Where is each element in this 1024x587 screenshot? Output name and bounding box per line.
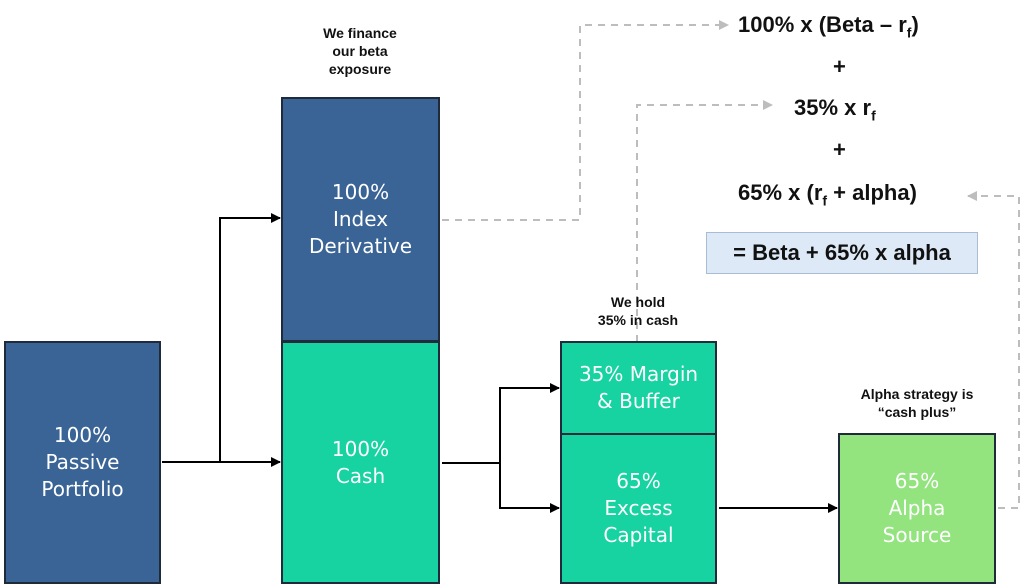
equation-line-3-end: + alpha) [827, 180, 917, 205]
equation-result: = Beta + 65% x alpha [706, 232, 978, 274]
passive-portfolio-label-3: Portfolio [41, 477, 124, 501]
index-derivative-label-1: 100% [331, 180, 390, 204]
margin-buffer-box: 35% Margin & Buffer [560, 341, 717, 435]
cash-label-2: Cash [335, 463, 386, 488]
equation-line-3: 65% x (rf + alpha) [738, 180, 917, 208]
hold-note-line-1: We hold [610, 294, 666, 310]
cash-label-1: 100% [331, 436, 390, 461]
arrow-cash-to-excess [499, 463, 560, 513]
dashed-link-margin [636, 100, 773, 342]
alpha-source-label-1: 65% [894, 469, 940, 493]
alpha-strategy-note-line-1: Alpha strategy is [860, 386, 974, 402]
finance-note-line-2: our beta [332, 43, 388, 59]
equation-line-3-sub: f [822, 192, 828, 209]
hold-note-line-2: 35% in cash [597, 312, 679, 328]
equation-plus-2: + [833, 137, 846, 162]
equation-line-1: 100% x (Beta – rf) [738, 12, 919, 40]
equation-line-2-main: 35% x r [794, 95, 872, 120]
excess-capital-label-1: 65% [616, 469, 661, 493]
passive-portfolio-label-2: Passive [45, 450, 120, 474]
equation-line-2-sub: f [871, 107, 876, 124]
hold-note: We hold 35% in cash [568, 293, 708, 329]
dashed-link-derivative [442, 20, 729, 221]
excess-capital-box: 65% Excess Capital [560, 433, 717, 584]
alpha-strategy-note: Alpha strategy is “cash plus” [828, 385, 1006, 421]
margin-buffer-label-1: 35% Margin [578, 362, 699, 386]
alpha-source-label-2: Alpha [888, 496, 946, 520]
equation-plus-1: + [833, 54, 846, 79]
excess-capital-label-3: Capital [603, 523, 674, 547]
passive-portfolio-label-1: 100% [53, 423, 112, 447]
margin-buffer-label-2: & Buffer [597, 389, 680, 413]
passive-portfolio-box: 100% Passive Portfolio [4, 341, 161, 584]
equation-line-1-end: ) [911, 12, 919, 37]
equation-line-1-main: 100% x (Beta – r [738, 12, 907, 37]
alpha-source-box: 65% Alpha Source [838, 433, 996, 584]
index-derivative-label-2: Index [332, 207, 389, 231]
equation-line-2: 35% x rf [794, 95, 876, 123]
equation-result-text: = Beta + 65% x alpha [733, 240, 951, 265]
finance-note-line-3: exposure [328, 61, 392, 77]
alpha-strategy-note-line-2: “cash plus” [877, 404, 957, 420]
arrow-passive-to-derivative [219, 213, 281, 462]
equation-line-3-main: 65% x (r [738, 180, 823, 205]
arrow-cash-to-margin [442, 383, 560, 464]
alpha-source-label-3: Source [882, 523, 952, 547]
finance-note-line-1: We finance [323, 25, 397, 41]
finance-note: We finance our beta exposure [290, 24, 430, 78]
excess-capital-label-2: Excess [604, 496, 673, 520]
index-derivative-label-3: Derivative [308, 234, 413, 258]
equation-line-1-sub: f [906, 24, 912, 41]
cash-box: 100% Cash [281, 341, 440, 584]
index-derivative-box: 100% Index Derivative [281, 97, 440, 342]
